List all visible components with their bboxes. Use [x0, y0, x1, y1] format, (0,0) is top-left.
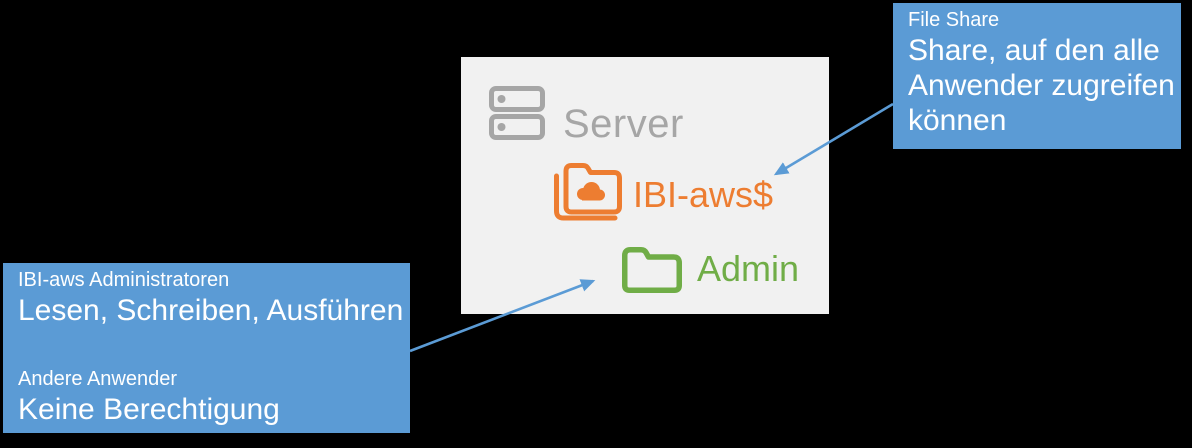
admin-folder-label: Admin — [697, 248, 800, 289]
callout-permissions: IBI-aws Administratoren Lesen, Schreiben… — [3, 263, 410, 433]
server-label: Server — [563, 102, 684, 146]
callout-permissions-group1-value: Lesen, Schreiben, Ausführen — [18, 294, 404, 327]
callout-file-share-title: File Share — [908, 9, 1000, 31]
share-name-label: IBI-aws$ — [633, 174, 774, 215]
folder-icon — [622, 247, 682, 297]
callout-spacer — [18, 328, 406, 366]
server-panel: Server IBI-aws$ Admin — [461, 57, 829, 314]
callout-permissions-group1-title: IBI-aws Administratoren — [18, 269, 230, 291]
server-icon — [489, 86, 545, 144]
callout-permissions-group2-value: Keine Berechtigung — [18, 393, 280, 426]
callout-file-share-body: Share, auf den alle Anwender zugreifen k… — [908, 34, 1175, 137]
callout-permissions-group2-title: Andere Anwender — [18, 368, 178, 390]
shared-folder-cloud-icon — [553, 162, 623, 226]
callout-file-share: File Share Share, auf den alle Anwender … — [893, 3, 1181, 149]
